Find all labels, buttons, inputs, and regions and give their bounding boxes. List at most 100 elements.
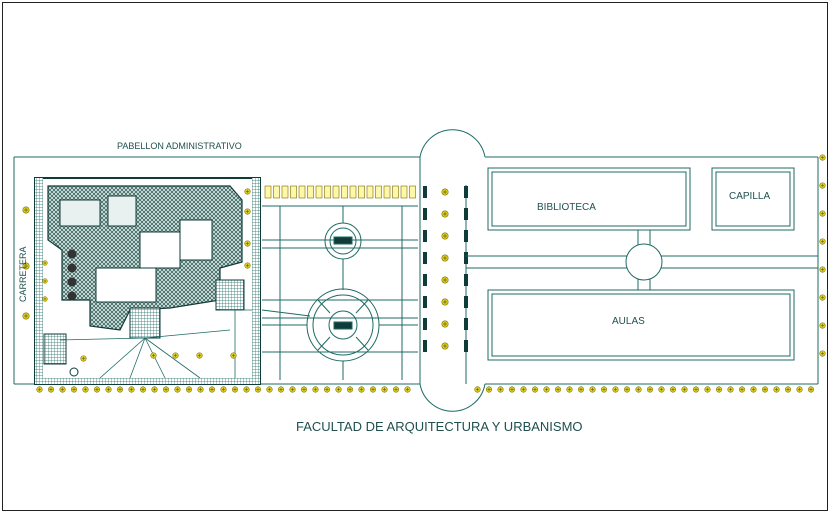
tree-icon [441, 298, 449, 306]
bollard [464, 186, 468, 198]
planter [281, 185, 289, 199]
tree-icon [128, 386, 135, 393]
tree-icon [392, 386, 400, 393]
tree-icon [773, 386, 780, 393]
tree-icon [70, 386, 78, 393]
planter [290, 185, 297, 199]
tree-icon [750, 386, 757, 393]
tree-icon [266, 386, 273, 393]
tree-icon [600, 386, 608, 393]
bollard [423, 208, 427, 220]
tree-icon [441, 232, 449, 240]
tree-icon [692, 386, 700, 393]
tree-icon [738, 386, 746, 393]
tree-icon [669, 386, 677, 393]
tree-icon [139, 386, 147, 393]
tree-icon [254, 386, 262, 393]
planter [409, 185, 416, 199]
tree-icon [346, 386, 354, 393]
planter [298, 185, 306, 199]
tree-icon [566, 386, 573, 393]
carretera-label: CARRETERA [18, 246, 28, 302]
tree-icon [300, 386, 308, 393]
tree-icon [704, 386, 711, 393]
tree-icon [819, 294, 826, 301]
tree-icon [681, 386, 688, 393]
bollard [423, 230, 427, 242]
bollard [423, 296, 427, 308]
tree-icon [312, 386, 319, 393]
bollard [464, 296, 468, 308]
tree-icon [369, 386, 377, 393]
tree-icon [577, 386, 585, 393]
tree-icon [381, 386, 388, 393]
planter [273, 185, 280, 199]
tree-icon [727, 386, 734, 393]
tree-icon [508, 386, 516, 393]
tree-icon [162, 386, 170, 393]
tree-icon [116, 386, 124, 393]
tree-icon [197, 386, 204, 393]
planter-row [264, 185, 416, 199]
bollard [464, 274, 468, 286]
bollard [423, 318, 427, 330]
tree-icon [220, 386, 227, 393]
tree-icon [243, 386, 250, 393]
planter [307, 185, 314, 199]
tree-icon [819, 182, 826, 189]
tree-icon [761, 386, 769, 393]
bollard [423, 274, 427, 286]
tree-icon [93, 386, 101, 393]
tree-icon [174, 386, 181, 393]
tree-icon [105, 386, 112, 393]
tree-icon [819, 154, 826, 161]
planter [349, 185, 357, 199]
tree-icon [784, 386, 792, 393]
tree-icon [82, 386, 89, 393]
capilla-label: CAPILLA [729, 191, 770, 202]
planter [383, 185, 391, 199]
biblioteca-building [487, 167, 691, 231]
tree-icon [323, 386, 331, 393]
planter [400, 185, 408, 199]
tree-icon [623, 386, 631, 393]
tree-icon [441, 210, 449, 218]
tree-icon [819, 322, 826, 329]
bollard [464, 318, 468, 330]
tree-icon [185, 386, 193, 393]
bollard [423, 252, 427, 264]
tree-icon [715, 386, 723, 393]
tree-icon [231, 386, 239, 393]
tree-icon [819, 210, 826, 217]
tree-icon [277, 386, 285, 393]
tree-icon [151, 386, 158, 393]
bollard [423, 186, 427, 198]
tree-icon [441, 320, 449, 328]
aulas-label: AULAS [612, 316, 645, 327]
tree-icon [358, 386, 365, 393]
tree-icon [658, 386, 665, 393]
capilla-building [711, 167, 795, 231]
tree-icon [441, 188, 449, 196]
tree-icon [819, 266, 826, 273]
central-avenue [419, 129, 486, 412]
tree-icon [646, 386, 654, 393]
tree-icon [404, 386, 411, 393]
planter [358, 185, 365, 199]
tree-icon [441, 342, 449, 350]
pabellon-label: PABELLON ADMINISTRATIVO [117, 141, 242, 151]
tree-icon [543, 386, 550, 393]
bollard [464, 230, 468, 242]
drawing-title: FACULTAD DE ARQUITECTURA Y URBANISMO [296, 419, 583, 434]
tree-icon [497, 386, 504, 393]
central-plaza [261, 205, 418, 380]
administrative-pavilion [22, 177, 261, 385]
tree-icon [208, 386, 216, 393]
planter [315, 185, 323, 199]
planter [341, 185, 348, 199]
tree-icon [520, 386, 527, 393]
bollard [464, 208, 468, 220]
planter [324, 185, 331, 199]
planter [366, 185, 374, 199]
